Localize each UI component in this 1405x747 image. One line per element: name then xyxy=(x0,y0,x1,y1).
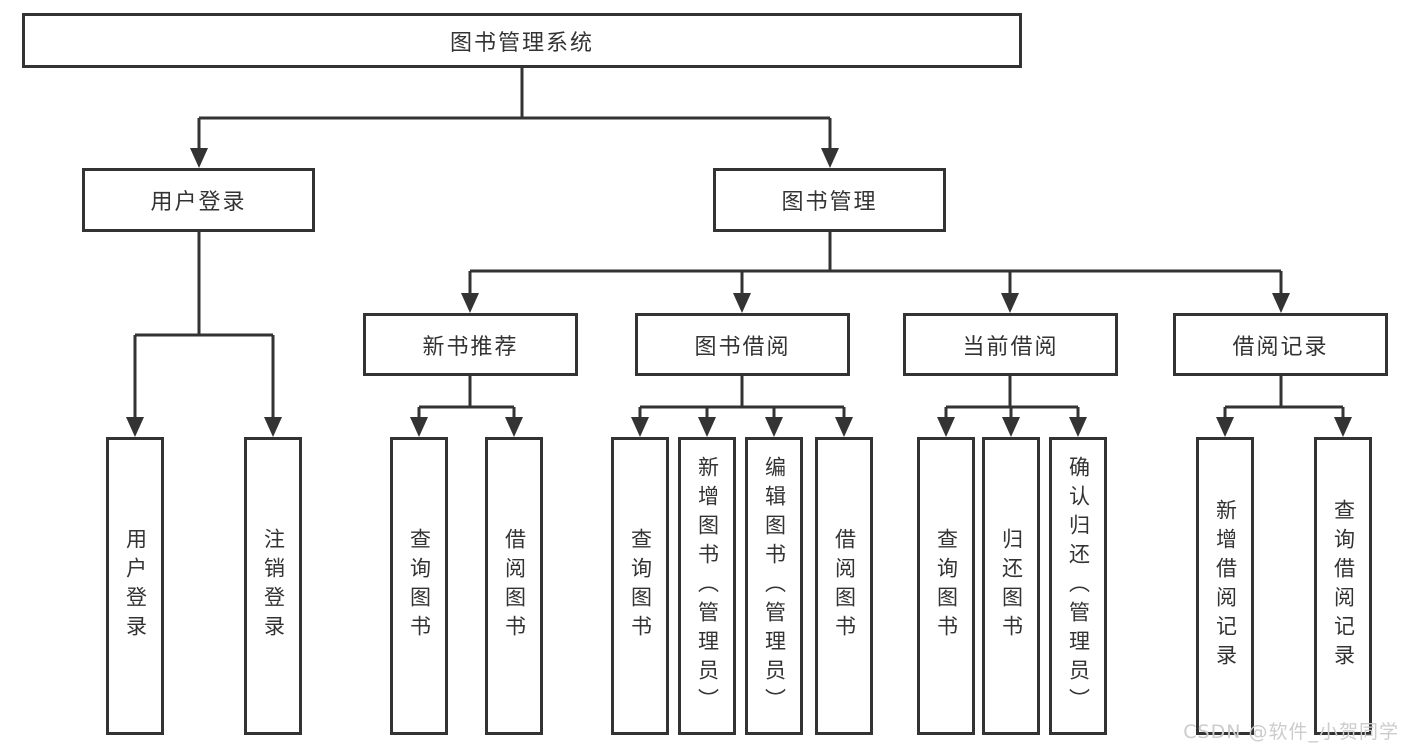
node-borrow-records: 借阅记录 xyxy=(1173,313,1388,376)
leaf-edit-books-admin-label: 编辑图书（管理员） xyxy=(762,455,787,717)
leaf-query-books-recommend-label: 查询图书 xyxy=(407,528,432,644)
node-borrow-records-label: 借阅记录 xyxy=(1232,334,1329,360)
leaf-query-books-current: 查询图书 xyxy=(917,437,975,735)
node-library-system-label: 图书管理系统 xyxy=(449,30,594,56)
leaf-query-borrow-record: 查询借阅记录 xyxy=(1314,437,1372,735)
leaf-user-login: 用户登录 xyxy=(106,437,164,735)
leaf-add-borrow-record: 新增借阅记录 xyxy=(1196,437,1254,735)
csdn-watermark: CSDN @软件_小贺同学 xyxy=(1183,721,1399,743)
leaf-add-books-admin-label: 新增图书（管理员） xyxy=(695,455,720,717)
leaf-query-borrow-record-label: 查询借阅记录 xyxy=(1331,499,1356,673)
node-book-borrow-label: 图书借阅 xyxy=(694,334,791,360)
leaf-logout-label: 注销登录 xyxy=(261,528,286,644)
leaf-user-login-label: 用户登录 xyxy=(123,528,148,644)
leaf-confirm-return-admin: 确认归还（管理员） xyxy=(1049,437,1107,735)
node-new-book-recommend: 新书推荐 xyxy=(363,313,578,376)
leaf-borrow-books-label: 借阅图书 xyxy=(832,528,857,644)
node-current-borrow: 当前借阅 xyxy=(903,313,1118,376)
leaf-query-books-current-label: 查询图书 xyxy=(934,528,959,644)
arrowheads xyxy=(126,148,1352,437)
leaf-return-books: 归还图书 xyxy=(982,437,1040,735)
node-book-management: 图书管理 xyxy=(713,168,946,232)
node-library-system: 图书管理系统 xyxy=(22,13,1022,68)
node-new-book-recommend-label: 新书推荐 xyxy=(422,334,519,360)
leaf-add-books-admin: 新增图书（管理员） xyxy=(678,437,736,735)
leaf-add-borrow-record-label: 新增借阅记录 xyxy=(1213,499,1238,673)
node-user-login: 用户登录 xyxy=(82,168,315,232)
leaf-confirm-return-admin-label: 确认归还（管理员） xyxy=(1066,455,1091,717)
node-user-login-label: 用户登录 xyxy=(150,190,247,215)
node-book-management-label: 图书管理 xyxy=(781,190,878,215)
node-current-borrow-label: 当前借阅 xyxy=(962,334,1059,360)
leaf-query-books-borrow: 查询图书 xyxy=(611,437,669,735)
leaf-borrow-books: 借阅图书 xyxy=(815,437,873,735)
leaf-query-books-recommend: 查询图书 xyxy=(390,437,448,735)
leaf-borrow-books-recommend-label: 借阅图书 xyxy=(502,528,527,644)
leaf-edit-books-admin: 编辑图书（管理员） xyxy=(745,437,803,735)
leaf-return-books-label: 归还图书 xyxy=(999,528,1024,644)
leaf-logout: 注销登录 xyxy=(244,437,302,735)
node-book-borrow: 图书借阅 xyxy=(635,313,850,376)
leaf-query-books-borrow-label: 查询图书 xyxy=(628,528,653,644)
leaf-borrow-books-recommend: 借阅图书 xyxy=(485,437,543,735)
